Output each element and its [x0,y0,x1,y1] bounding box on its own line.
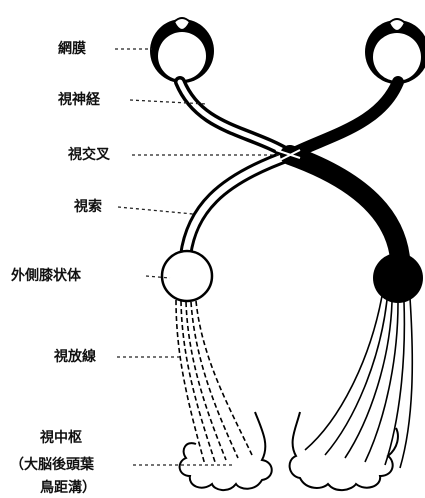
leader-optic-tract [117,206,194,215]
label-optic-chiasm: 視交叉 [68,147,110,163]
label-visual-cortex-line2: （大脳後頭葉 [10,457,94,473]
left-eyeball [150,17,214,83]
left-visual-cortex [178,411,273,491]
optic-chiasm-crossing [275,149,301,161]
right-lateral-geniculate-body [373,253,423,303]
right-optic-radiation [304,295,414,469]
right-eyeball [365,18,425,84]
leader-lines [115,48,282,466]
label-optic-nerve: 視神経 [58,92,100,108]
label-lateral-geniculate-body: 外側膝状体 [11,268,81,284]
leader-optic-nerve [129,99,208,105]
left-lateral-geniculate-body [160,249,214,303]
left-optic-radiation [175,299,253,466]
label-visual-cortex-line1: 視中枢 [40,430,82,446]
right-optic-nerve [284,76,404,161]
right-optic-tract [280,145,410,268]
label-optic-radiation: 視放線 [54,349,96,365]
label-retina: 網膜 [58,41,86,57]
leader-lgn [145,275,171,279]
label-visual-cortex-line3: 鳥距溝） [40,480,96,496]
right-visual-cortex [288,411,399,491]
label-optic-tract: 視索 [74,199,102,215]
